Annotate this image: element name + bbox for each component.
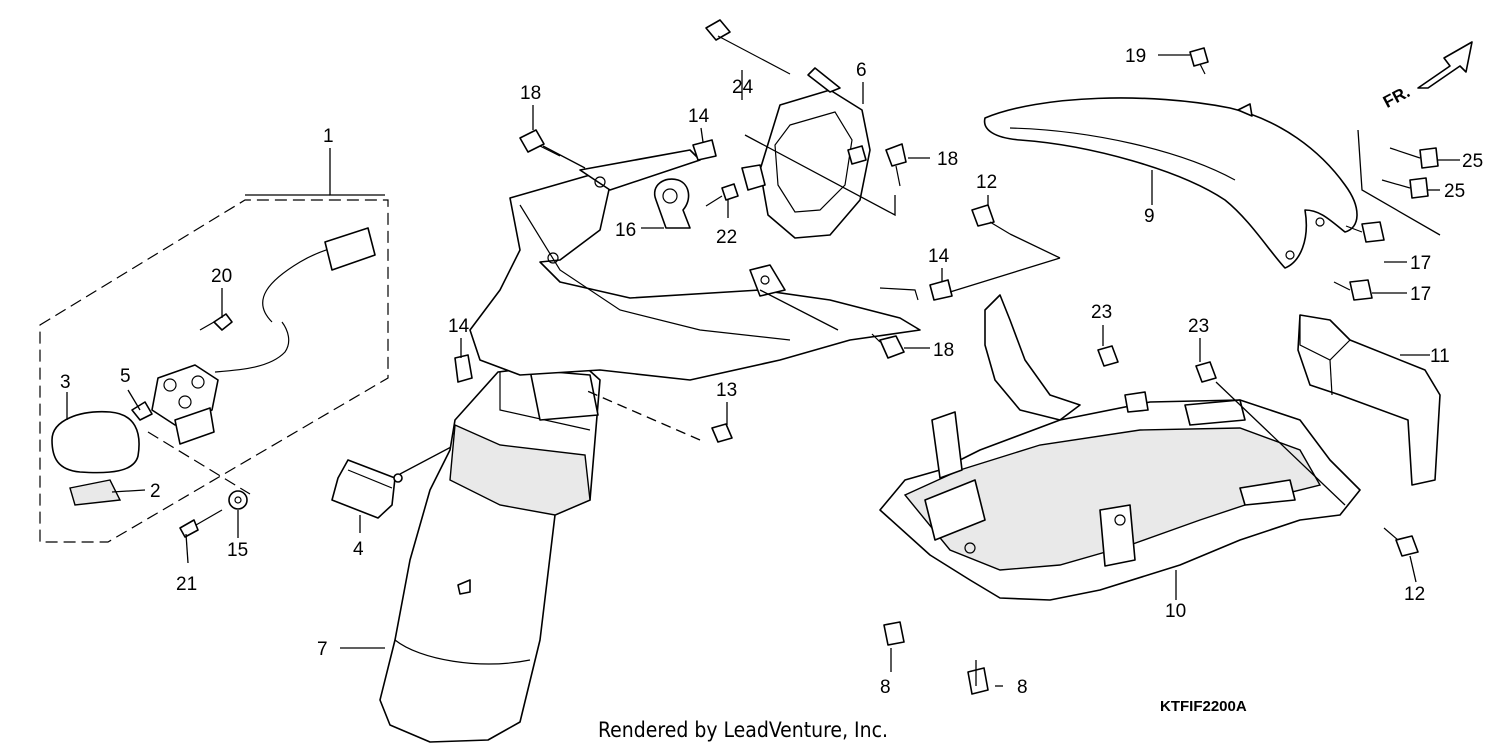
callout-24: 24 xyxy=(732,77,754,98)
callout-17a: 17 xyxy=(1410,253,1431,274)
rear-inner-cover xyxy=(469,149,921,381)
callout-18a: 18 xyxy=(520,83,541,104)
direction-label: FR. xyxy=(1380,82,1413,112)
callout-18c: 18 xyxy=(933,340,954,361)
diagram-code: KTFIF2200A xyxy=(1160,698,1247,715)
luggage-box xyxy=(879,294,1361,601)
callout-4: 4 xyxy=(353,539,364,560)
rear-mudguard xyxy=(983,97,1358,269)
fasteners xyxy=(454,19,1439,695)
callout-15: 15 xyxy=(227,540,248,561)
callout-25a: 25 xyxy=(1462,151,1483,172)
side-bracket xyxy=(1297,314,1441,486)
callout-2: 2 xyxy=(150,481,161,502)
credit-line: Rendered by LeadVenture, Inc. xyxy=(598,718,888,742)
callout-16: 16 xyxy=(615,220,636,241)
front-direction-indicator: FR. xyxy=(1380,41,1473,112)
clamp xyxy=(653,178,691,229)
callout-19: 19 xyxy=(1125,46,1146,67)
callout-18b: 18 xyxy=(937,149,958,170)
taillight-assembly xyxy=(39,199,389,543)
callout-22: 22 xyxy=(716,227,737,248)
callout-7: 7 xyxy=(317,639,328,660)
callout-13: 13 xyxy=(716,380,737,401)
callout-14a: 14 xyxy=(688,106,710,127)
rear-fender xyxy=(379,361,601,743)
callout-8a: 8 xyxy=(880,677,891,698)
callout-25b: 25 xyxy=(1444,181,1465,202)
callout-3: 3 xyxy=(60,372,71,393)
callout-5: 5 xyxy=(120,366,131,387)
callout-23a: 23 xyxy=(1091,302,1112,323)
callout-6: 6 xyxy=(856,60,867,81)
callout-17b: 17 xyxy=(1410,284,1431,305)
callout-8b: 8 xyxy=(1017,677,1028,698)
callout-labels: 1 2 3 4 5 6 7 8 8 9 10 11 12 12 13 14 14… xyxy=(60,46,1483,698)
callout-21: 21 xyxy=(176,574,197,595)
callout-1: 1 xyxy=(323,126,334,147)
callout-14c: 14 xyxy=(448,316,470,337)
bracket xyxy=(741,67,896,239)
callout-9: 9 xyxy=(1144,206,1155,227)
leader-lines xyxy=(66,54,1460,687)
callout-14b: 14 xyxy=(928,246,950,267)
callout-12b: 12 xyxy=(1404,584,1425,605)
callout-10: 10 xyxy=(1165,601,1186,622)
callout-12a: 12 xyxy=(976,172,997,193)
callout-23b: 23 xyxy=(1188,316,1209,337)
callout-11: 11 xyxy=(1430,346,1450,367)
callout-20: 20 xyxy=(211,266,232,287)
